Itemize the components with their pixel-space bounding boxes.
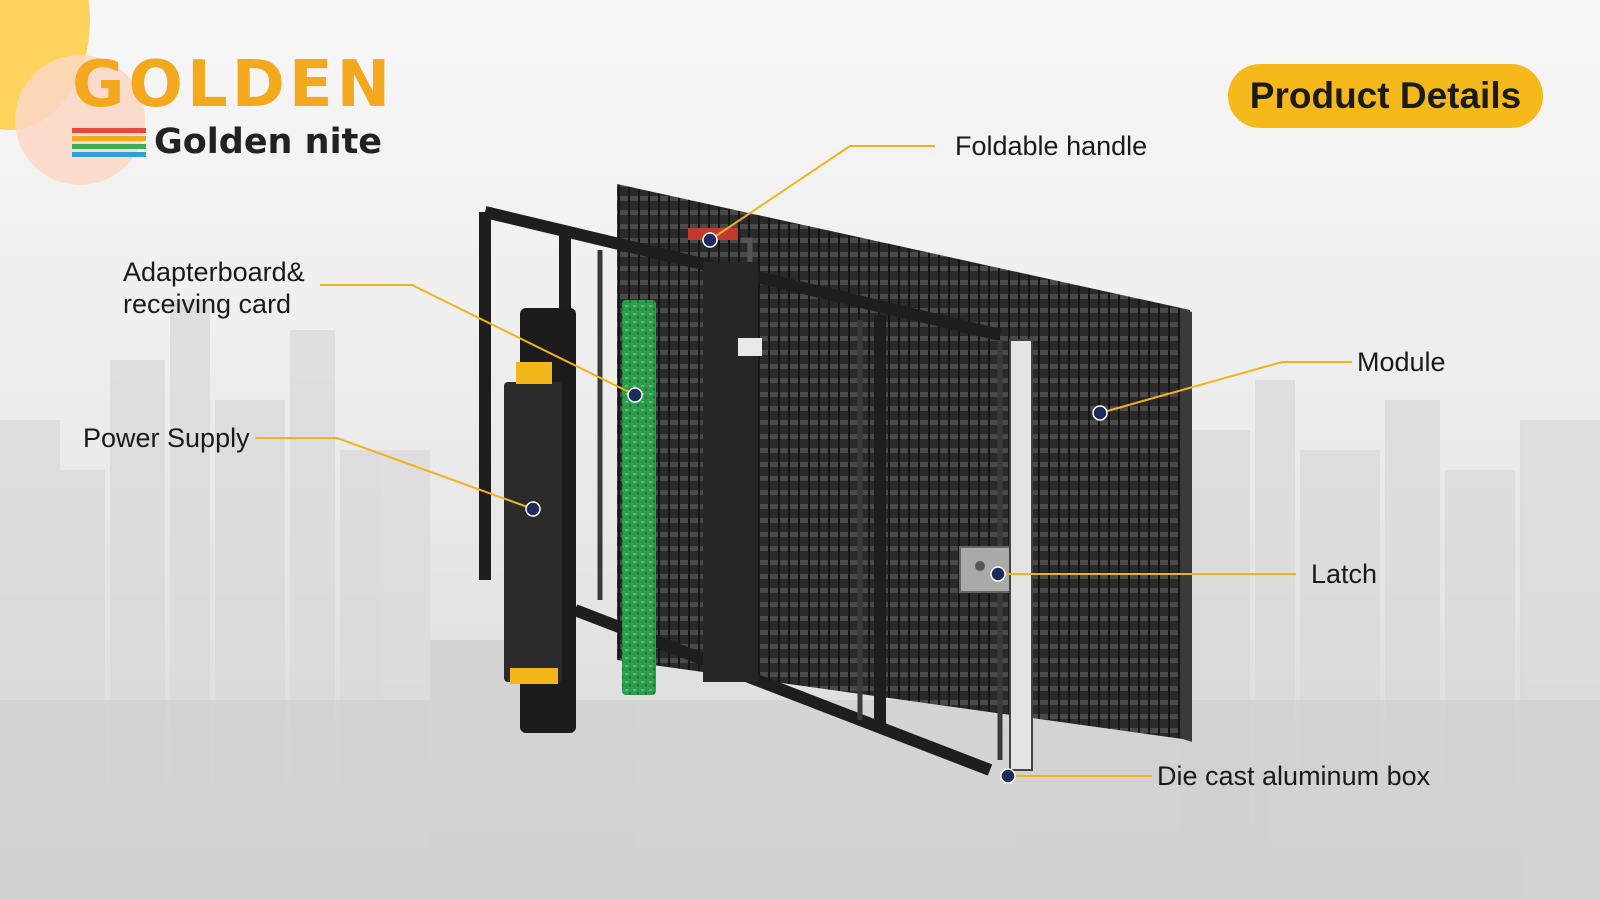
label-die-cast-box: Die cast aluminum box (1157, 761, 1431, 791)
led-module (617, 184, 1192, 742)
cable-clip (738, 338, 762, 356)
adapterboard-receiving-card (622, 300, 656, 695)
decorative-peach-circle (15, 55, 145, 185)
label-latch: Latch (1311, 559, 1378, 589)
label-foldable-handle: Foldable handle (955, 131, 1148, 161)
latch (959, 546, 1011, 593)
callout-lines (255, 145, 1352, 777)
side-rail (1009, 339, 1033, 771)
label-adapterboard-line2: receiving card (123, 289, 292, 319)
brand-name: Golden nite (154, 122, 383, 162)
brand-logo[interactable]: GOLDEN Golden nite (72, 50, 394, 162)
label-module: Module (1357, 347, 1446, 377)
power-supply (504, 308, 576, 733)
rainbow-stripes-icon (72, 125, 146, 160)
callout-markers (525, 232, 1108, 784)
brand-wordmark: GOLDEN (72, 48, 395, 122)
product-details-badge: Product Details (1228, 64, 1543, 128)
center-support-column (703, 262, 758, 682)
label-adapterboard-line1: Adapterboard& (123, 257, 305, 287)
label-power-supply: Power Supply (83, 423, 250, 453)
